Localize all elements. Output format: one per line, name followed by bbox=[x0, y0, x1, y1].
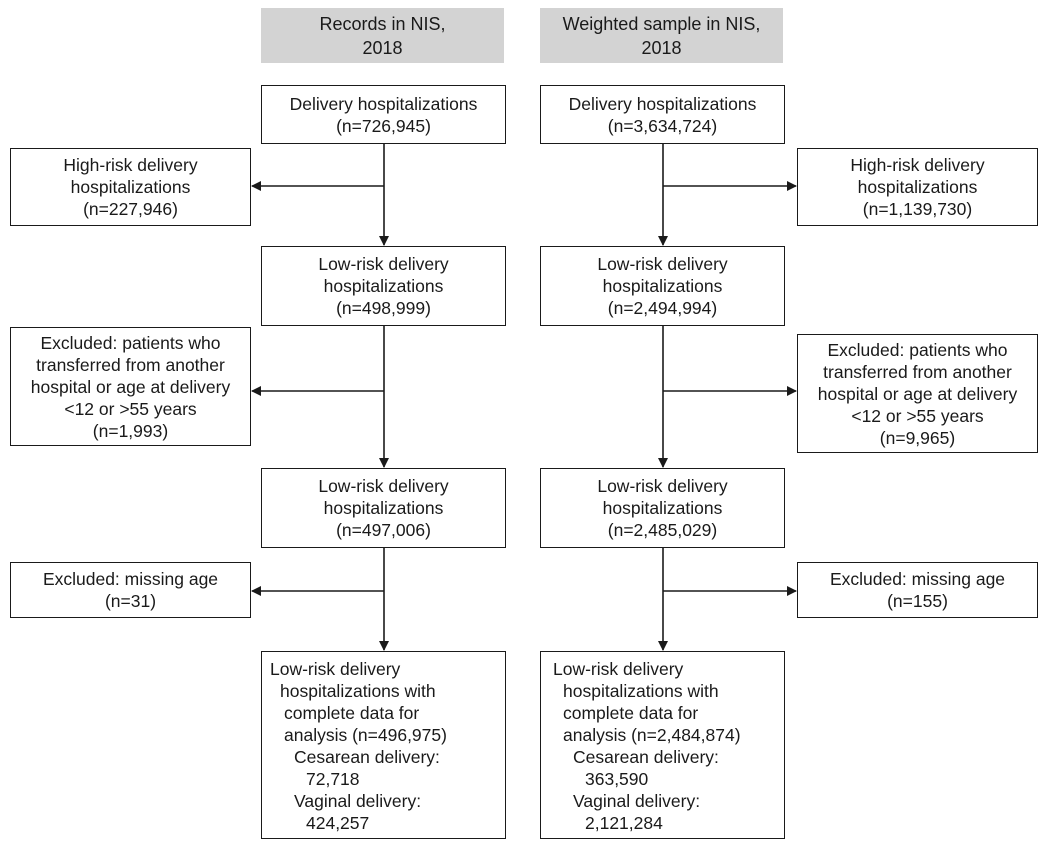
right-delivery-box: Delivery hospitalizations (n=3,634,724) bbox=[540, 85, 785, 144]
box-line: Excluded: patients who bbox=[40, 332, 221, 353]
header-line: Weighted sample in NIS, bbox=[562, 13, 761, 34]
box-line: 424,257 bbox=[306, 813, 370, 833]
box-line: (n=2,485,029) bbox=[607, 520, 718, 540]
box-line: Low-risk delivery bbox=[270, 659, 401, 679]
box-line: hospital or age at delivery bbox=[30, 376, 231, 397]
box-line: Excluded: patients who bbox=[827, 339, 1008, 360]
box-line: complete data for bbox=[284, 703, 420, 723]
box-line: 363,590 bbox=[585, 769, 649, 789]
box-line: Excluded: missing age bbox=[829, 569, 1006, 589]
box-line: Cesarean delivery: bbox=[573, 747, 719, 767]
box-line: analysis (n=2,484,874) bbox=[563, 725, 741, 745]
box-line: Delivery hospitalizations bbox=[568, 93, 757, 114]
box-line: (n=31) bbox=[104, 591, 157, 611]
box-line: Low-risk delivery bbox=[597, 476, 728, 496]
box-line: hospitalizations bbox=[857, 177, 978, 197]
left-high-risk-box: High-risk delivery hospitalizations (n=2… bbox=[10, 148, 251, 226]
box-line: Low-risk delivery bbox=[318, 254, 449, 274]
left-final-box: Low-risk delivery hospitalizations with … bbox=[261, 651, 506, 839]
box-line: hospitalizations bbox=[70, 177, 191, 197]
box-line: (n=2,494,994) bbox=[607, 298, 718, 318]
box-line: (n=227,946) bbox=[83, 199, 178, 219]
box-line: 2,121,284 bbox=[585, 813, 663, 833]
box-line: 72,718 bbox=[306, 769, 360, 789]
box-line: hospitalizations bbox=[602, 498, 723, 518]
box-line: Vaginal delivery: bbox=[573, 791, 701, 811]
right-final-box: Low-risk delivery hospitalizations with … bbox=[540, 651, 785, 839]
box-line: hospitalizations bbox=[602, 276, 723, 296]
box-line: hospitalizations with bbox=[563, 681, 719, 701]
header-line: 2018 bbox=[641, 37, 682, 58]
left-excluded-transfer-box: Excluded: patients who transferred from … bbox=[10, 327, 251, 446]
box-line: Low-risk delivery bbox=[318, 476, 449, 496]
box-line: (n=497,006) bbox=[336, 520, 431, 540]
box-line: Delivery hospitalizations bbox=[289, 93, 478, 114]
box-line: transferred from another bbox=[823, 361, 1012, 382]
box-line: Excluded: missing age bbox=[42, 569, 219, 589]
right-excluded-transfer-box: Excluded: patients who transferred from … bbox=[797, 334, 1038, 453]
right-excluded-age-box: Excluded: missing age (n=155) bbox=[797, 562, 1038, 618]
box-line: hospitalizations with bbox=[280, 681, 436, 701]
right-low-risk-box-1: Low-risk delivery hospitalizations (n=2,… bbox=[540, 246, 785, 326]
box-line: (n=498,999) bbox=[336, 298, 431, 318]
left-low-risk-box-1: Low-risk delivery hospitalizations (n=49… bbox=[261, 246, 506, 326]
box-line: High-risk delivery bbox=[63, 155, 198, 175]
box-line: Low-risk delivery bbox=[597, 254, 728, 274]
box-line: (n=1,139,730) bbox=[862, 199, 973, 219]
header-line: Records in NIS, bbox=[319, 13, 446, 34]
left-low-risk-box-2: Low-risk delivery hospitalizations (n=49… bbox=[261, 468, 506, 548]
box-line: <12 or >55 years bbox=[64, 398, 197, 419]
box-line: analysis (n=496,975) bbox=[284, 725, 447, 745]
left-column-header: Records in NIS, 2018 bbox=[261, 8, 504, 63]
box-line: (n=155) bbox=[887, 591, 948, 611]
left-excluded-age-box: Excluded: missing age (n=31) bbox=[10, 562, 251, 618]
left-delivery-box: Delivery hospitalizations (n=726,945) bbox=[261, 85, 506, 144]
box-line: Cesarean delivery: bbox=[294, 747, 440, 767]
box-line: Vaginal delivery: bbox=[294, 791, 422, 811]
box-line: High-risk delivery bbox=[850, 155, 985, 175]
right-high-risk-box: High-risk delivery hospitalizations (n=1… bbox=[797, 148, 1038, 226]
box-line: <12 or >55 years bbox=[851, 405, 984, 426]
header-line: 2018 bbox=[362, 37, 403, 58]
right-column-header: Weighted sample in NIS, 2018 bbox=[540, 8, 783, 63]
box-line: (n=9,965) bbox=[879, 427, 956, 448]
box-line: complete data for bbox=[563, 703, 699, 723]
box-line: hospitalizations bbox=[323, 498, 444, 518]
box-line: hospital or age at delivery bbox=[817, 383, 1018, 404]
box-line: (n=1,993) bbox=[92, 420, 169, 441]
box-line: transferred from another bbox=[36, 354, 225, 375]
box-line: Low-risk delivery bbox=[553, 659, 684, 679]
box-line: hospitalizations bbox=[323, 276, 444, 296]
box-line: (n=3,634,724) bbox=[607, 115, 718, 136]
box-line: (n=726,945) bbox=[336, 115, 431, 136]
right-low-risk-box-2: Low-risk delivery hospitalizations (n=2,… bbox=[540, 468, 785, 548]
